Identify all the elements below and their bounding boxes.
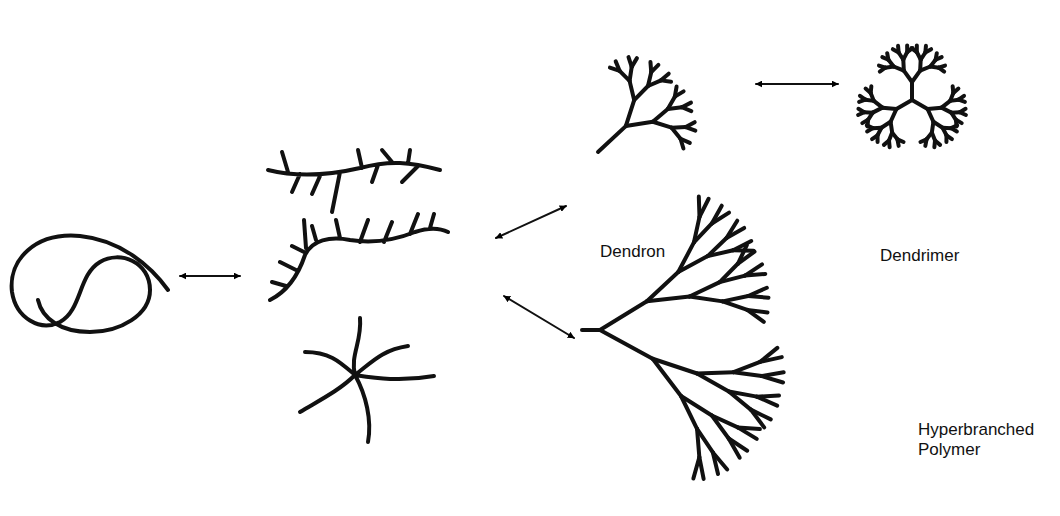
branch-stroke: [697, 429, 699, 457]
branch-stroke: [912, 100, 928, 109]
branch-stroke: [648, 80, 661, 86]
double-arrow: [180, 275, 240, 277]
branch-stroke: [672, 128, 681, 139]
branch-stroke: [700, 199, 709, 217]
branch-stroke: [872, 135, 877, 139]
branch-stroke: [600, 301, 647, 330]
branch-stroke: [869, 86, 874, 93]
branch-stroke: [936, 57, 942, 60]
branch-stroke: [723, 296, 749, 301]
branch-stroke: [738, 427, 757, 438]
branch-stroke: [697, 372, 733, 373]
double-arrow: [496, 206, 566, 238]
branch-stroke: [690, 282, 720, 296]
branch-stroke: [693, 457, 699, 478]
branch-stroke: [884, 141, 889, 145]
branch-stroke: [653, 359, 681, 396]
branch-stroke: [675, 91, 684, 96]
branch-stroke: [708, 250, 733, 256]
branch-stroke: [734, 372, 762, 376]
branch-stroke: [879, 66, 885, 68]
branch-stroke: [630, 67, 632, 81]
branch-stroke: [626, 122, 653, 126]
branch-stroke: [653, 109, 668, 122]
branch-stroke: [600, 330, 653, 359]
branch-stroke: [882, 108, 896, 109]
branch-stroke: [720, 276, 745, 283]
branch-stroke: [661, 80, 671, 81]
branch-stroke: [959, 100, 965, 102]
structure-label: Dendron: [600, 242, 690, 262]
branch-stroke: [912, 71, 920, 82]
branch-stroke: [860, 96, 865, 100]
double-arrow: [756, 83, 838, 85]
branch-stroke: [858, 109, 864, 112]
branch-stroke: [729, 391, 751, 409]
branch-stroke: [651, 65, 658, 72]
branch-stroke: [751, 410, 764, 428]
branch-stroke: [682, 107, 691, 111]
branch-stroke: [647, 297, 690, 302]
branch-stroke: [626, 100, 634, 126]
branch-stroke: [632, 58, 637, 67]
structure-label: Hyperbranched Polymer: [918, 420, 1046, 460]
branch-stroke: [896, 100, 912, 109]
branch-stroke: [634, 86, 648, 100]
branch-stroke: [915, 45, 919, 52]
branch-stroke: [694, 223, 712, 242]
branch-stroke: [681, 139, 684, 149]
branch-stroke: [598, 126, 626, 152]
branch-stroke: [712, 213, 729, 224]
branch-stroke: [928, 109, 934, 122]
branch-stroke: [582, 328, 600, 332]
branched-polymer: [268, 150, 440, 212]
star-polymer: [300, 318, 434, 442]
branched-polymer: [270, 214, 448, 300]
branch-stroke: [932, 141, 937, 148]
branch-stroke: [686, 127, 696, 130]
branch-stroke: [738, 252, 754, 264]
branch-stroke: [734, 362, 761, 372]
branch-stroke: [697, 373, 729, 391]
branch-stroke: [713, 452, 718, 474]
branch-stroke: [653, 122, 672, 128]
branch-stroke: [729, 438, 740, 457]
structure-label: Dendrimer: [880, 246, 980, 266]
branch-stroke: [727, 228, 745, 238]
linear-polymer: [12, 236, 168, 332]
branch-stroke: [920, 139, 926, 142]
branch-stroke: [681, 396, 697, 429]
branch-stroke: [951, 128, 957, 131]
branch-stroke: [747, 310, 764, 322]
branch-stroke: [630, 81, 635, 100]
branch-stroke: [910, 82, 914, 100]
branch-stroke: [712, 416, 729, 439]
branch-stroke: [939, 68, 944, 72]
branch-stroke: [897, 139, 898, 146]
branch-stroke: [960, 112, 966, 115]
branch-stroke: [953, 89, 958, 93]
branch-stroke: [748, 296, 768, 298]
branch-stroke: [668, 107, 682, 109]
branch-stroke: [896, 46, 901, 53]
branch-stroke: [862, 120, 868, 123]
branch-stroke: [925, 49, 931, 52]
branch-stroke: [944, 135, 948, 142]
branch-stroke: [616, 61, 620, 70]
branch-stroke: [723, 301, 748, 310]
branch-stroke: [760, 357, 782, 362]
branch-stroke: [757, 397, 777, 406]
branch-stroke: [762, 376, 783, 382]
branch-stroke: [745, 274, 765, 276]
double-arrow: [504, 296, 574, 338]
branch-stroke: [678, 256, 707, 272]
branch-stroke: [690, 297, 723, 302]
branch-stroke: [887, 53, 888, 60]
